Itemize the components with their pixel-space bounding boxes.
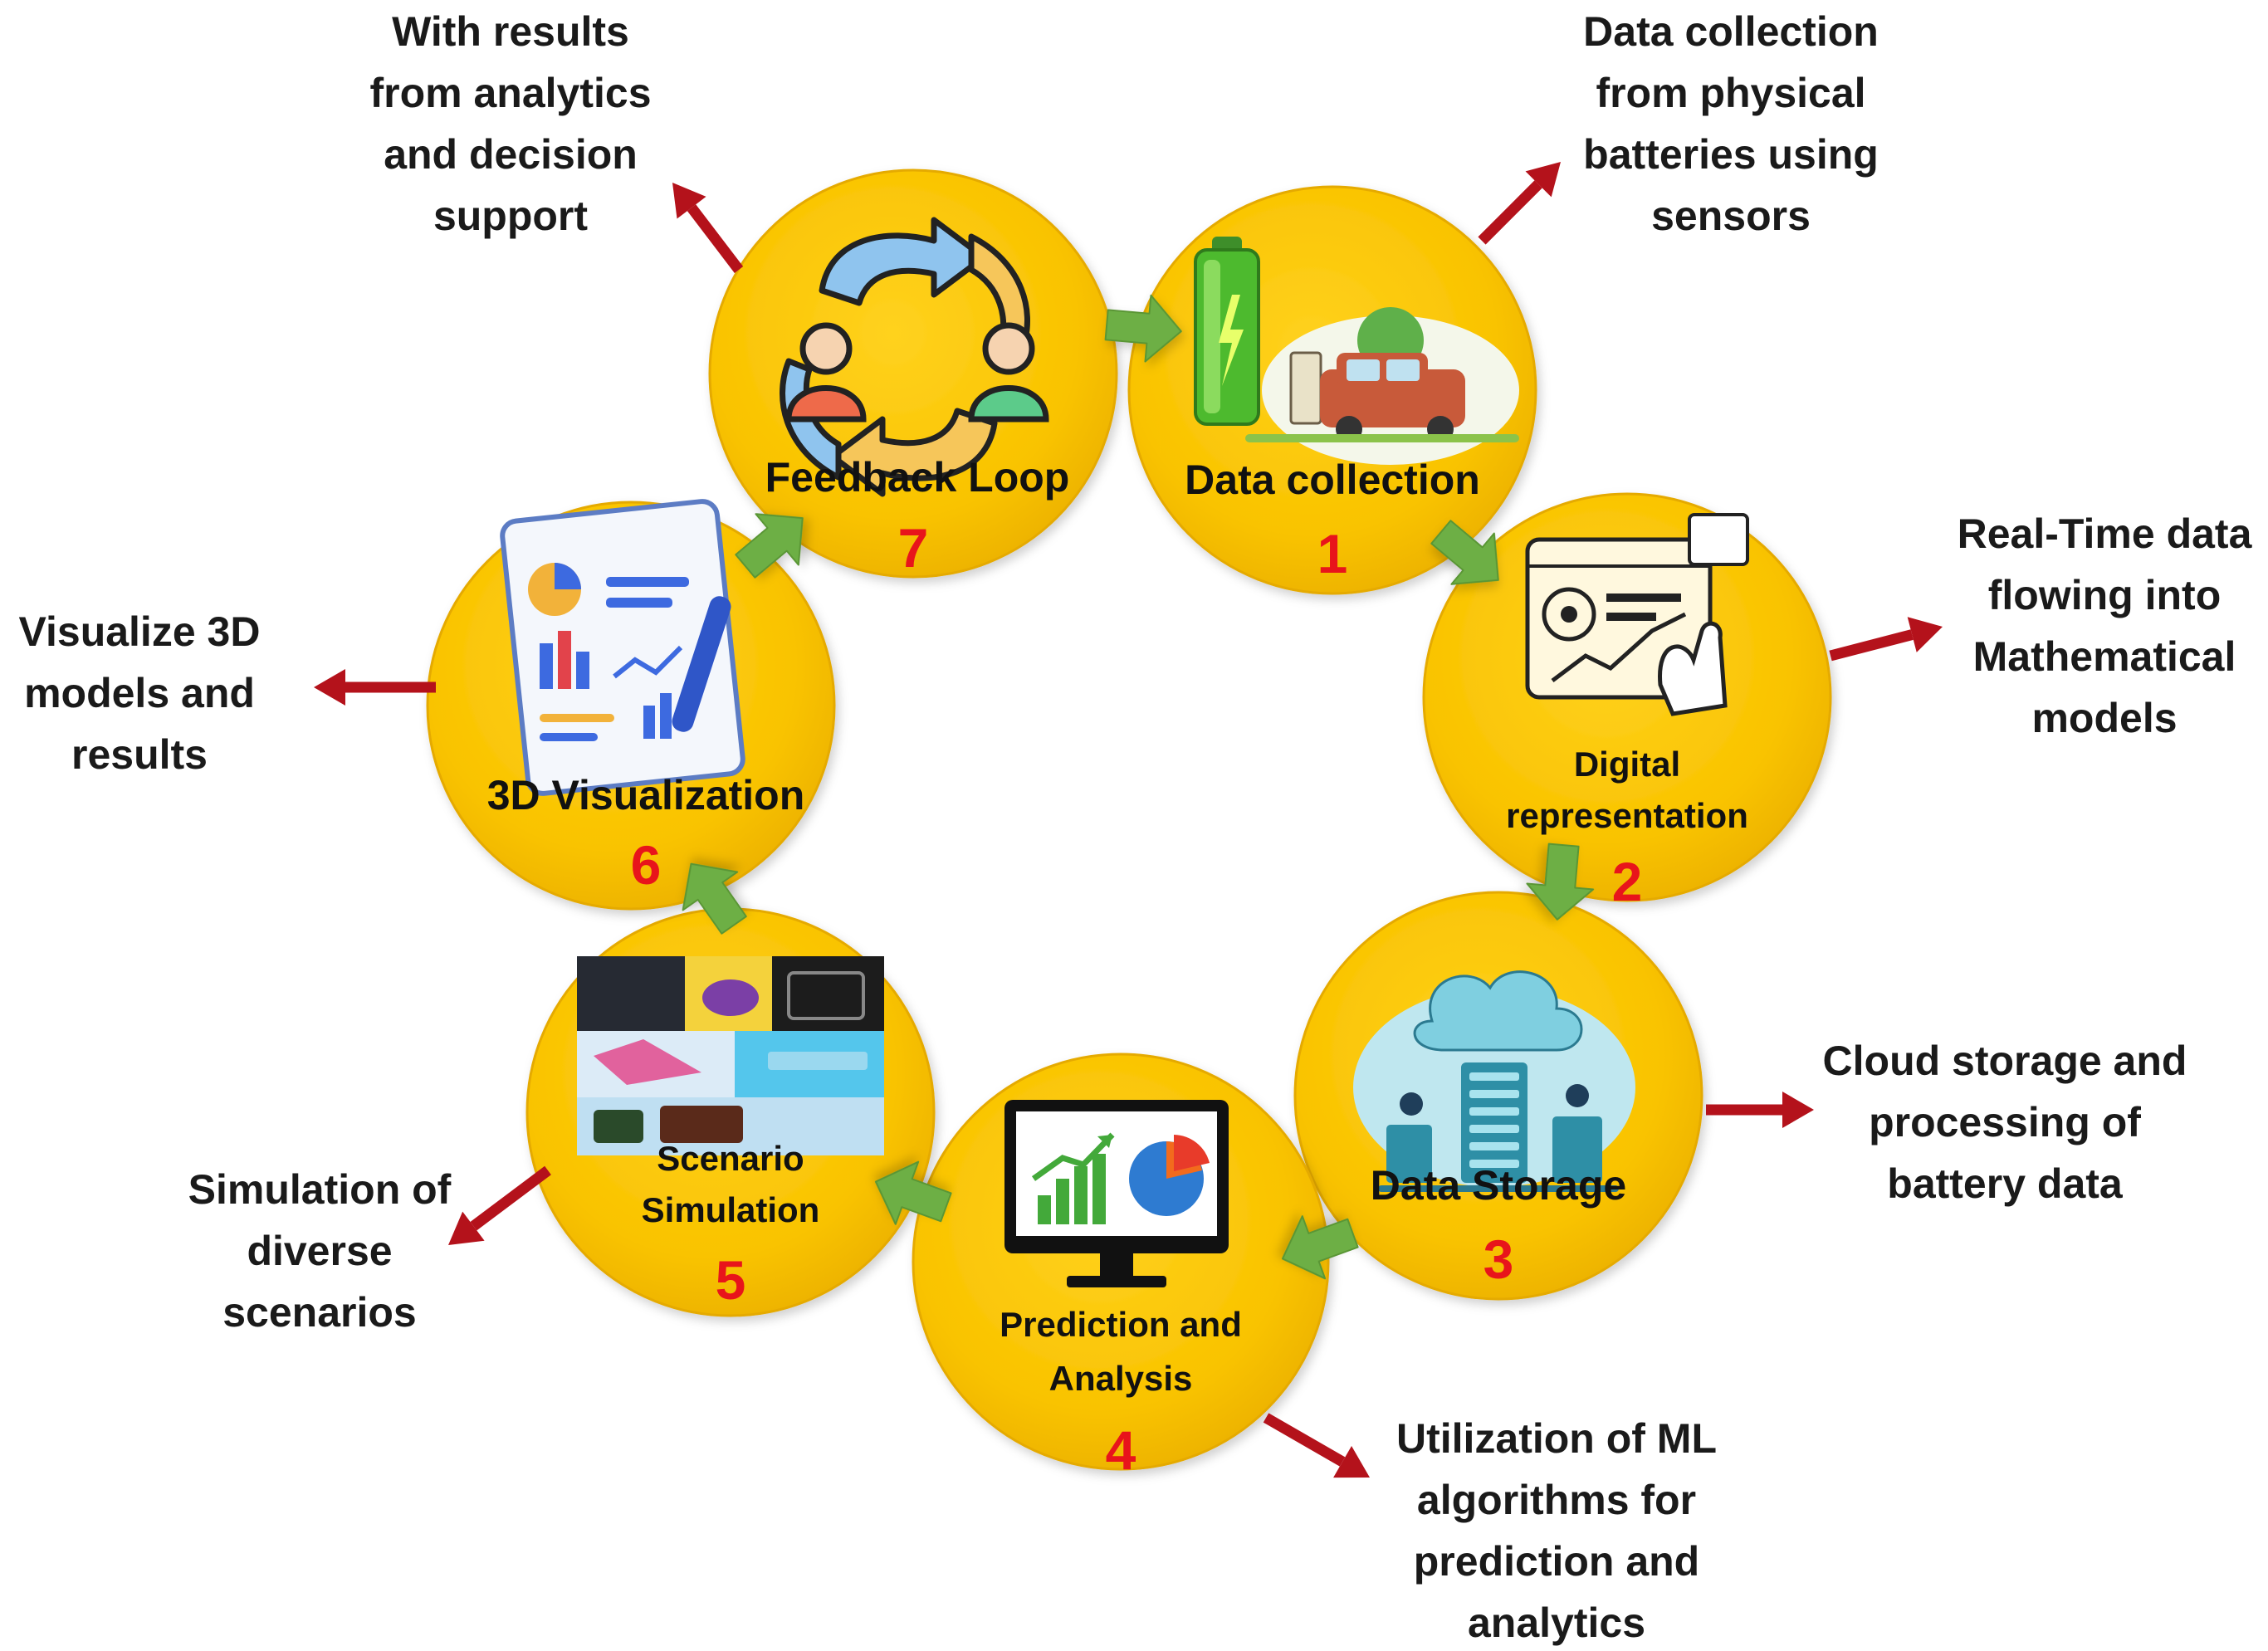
flow-arrow-7-to-1: [1104, 294, 1182, 363]
stage-icons: [500, 217, 1749, 1287]
stage-number-data-collection: 1: [1317, 523, 1348, 584]
flow-arrows: [682, 294, 1595, 1280]
flow-arrow-1-to-2: [1430, 520, 1499, 585]
dashboard-touch-icon: [1525, 513, 1749, 716]
pointer-arrow-4: [1263, 1413, 1370, 1478]
pointer-arrow-1: [1478, 162, 1561, 245]
stage-number-3d-visualization: 6: [631, 834, 662, 896]
simulation-collage-icon: [577, 956, 884, 1155]
cloud-server-icon: [1353, 970, 1635, 1192]
pointer-arrow-2: [1829, 617, 1943, 662]
pointer-arrow-5: [448, 1165, 551, 1245]
pointer-arrow-6: [314, 669, 436, 706]
stage-number-data-storage: 3: [1483, 1228, 1514, 1290]
people-cycle-icon: [780, 217, 1049, 497]
pointer-arrow-3: [1706, 1092, 1814, 1128]
stage-number-digital-representation: 2: [1612, 851, 1643, 912]
report-clipboard-icon: [500, 499, 745, 796]
flow-arrow-2-to-3: [1526, 843, 1595, 921]
pointer-arrows: [314, 162, 1943, 1478]
pointer-arrow-7: [672, 183, 744, 273]
flow-arrow-6-to-7: [735, 513, 804, 579]
stage-number-prediction-analysis: 4: [1106, 1419, 1136, 1481]
flow-arrow-5-to-6: [682, 862, 747, 935]
stage-label-feedback-loop: Feedback Loop: [765, 454, 1070, 501]
stage-label-data-collection: Data collection: [1185, 457, 1480, 503]
stage-label-3d-visualization: 3D Visualization: [487, 772, 805, 818]
flow-arrow-4-to-5: [874, 1160, 952, 1225]
stage-number-scenario-simulation: 5: [716, 1249, 746, 1311]
monitor-chart-icon: [1004, 1100, 1229, 1287]
battery-ev-charging-icon: [1194, 237, 1519, 465]
stage-label-data-storage: Data Storage: [1371, 1162, 1626, 1209]
flow-arrow-3-to-4: [1281, 1215, 1359, 1280]
stage-number-feedback-loop: 7: [898, 517, 929, 579]
